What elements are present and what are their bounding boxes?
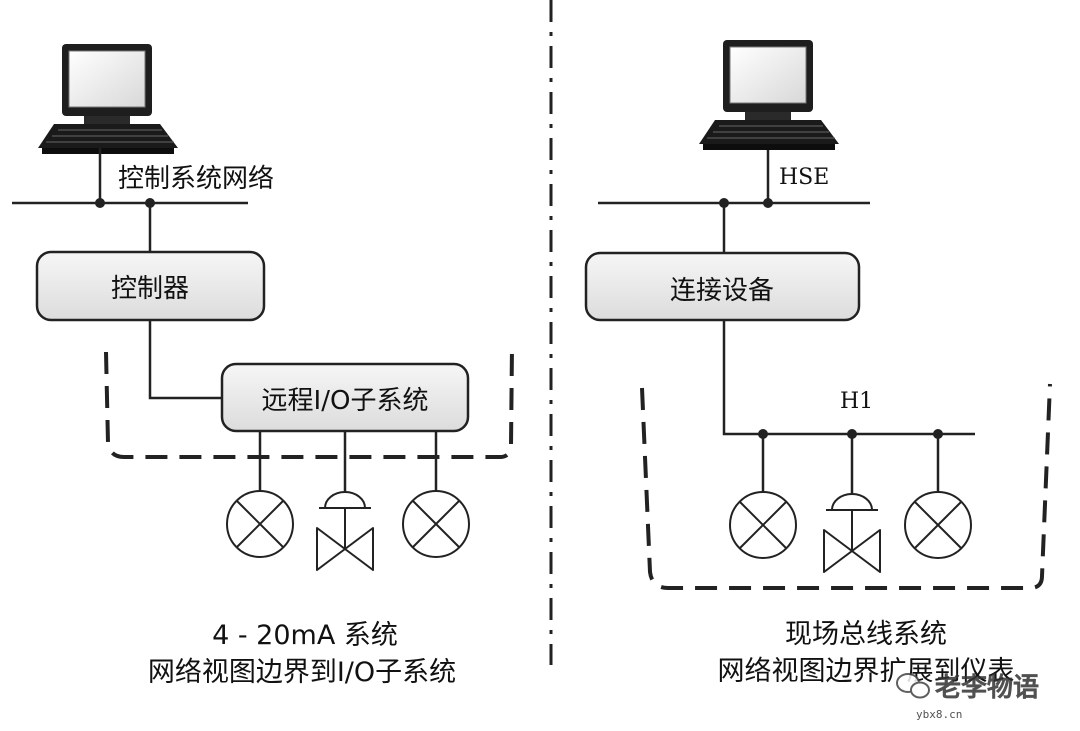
watermark: 老李物语 ybx8.cn: [896, 672, 1040, 721]
chat-bubble-icon: [896, 673, 930, 699]
right-caption-line1: 现场总线系统: [785, 619, 947, 650]
h1-bus: [722, 320, 975, 436]
remote-io-label: 远程I/O子系统: [262, 386, 429, 416]
h1-label: H1: [840, 389, 873, 414]
transmitter-icon: [226, 490, 294, 558]
linking-device-box: [584, 251, 861, 322]
left-caption-line1: 4 - 20mA 系统: [212, 620, 398, 651]
right-caption-line2: 网络视图边界扩展到仪表: [718, 656, 1015, 687]
watermark-url: ybx8.cn: [916, 708, 962, 721]
transmitter-icon: [402, 490, 470, 558]
control-network-label: 控制系统网络: [118, 164, 274, 194]
control-valve-icon: [316, 491, 374, 571]
right-system: HSE 连接设备 H1 现场总线系统 网络视图边界扩展到仪表: [584, 39, 1052, 687]
hse-label: HSE: [779, 165, 829, 190]
linking-device-label: 连接设备: [670, 276, 774, 306]
controller-label: 控制器: [111, 274, 189, 304]
workstation-icon: [698, 39, 840, 151]
workstation-icon: [37, 43, 179, 155]
right-network-boundary: [640, 383, 1052, 590]
fieldbus-valve-icon: [823, 493, 881, 573]
fieldbus-transmitter-icon: [904, 491, 972, 559]
watermark-text: 老李物语: [935, 673, 1039, 703]
fieldbus-transmitter-icon: [729, 491, 797, 559]
left-system: 控制系统网络 控制器 远程I/O子系统 4 - 20mA 系统 网络视图边界到I…: [12, 43, 514, 688]
left-caption-line2: 网络视图边界到I/O子系统: [148, 657, 456, 688]
